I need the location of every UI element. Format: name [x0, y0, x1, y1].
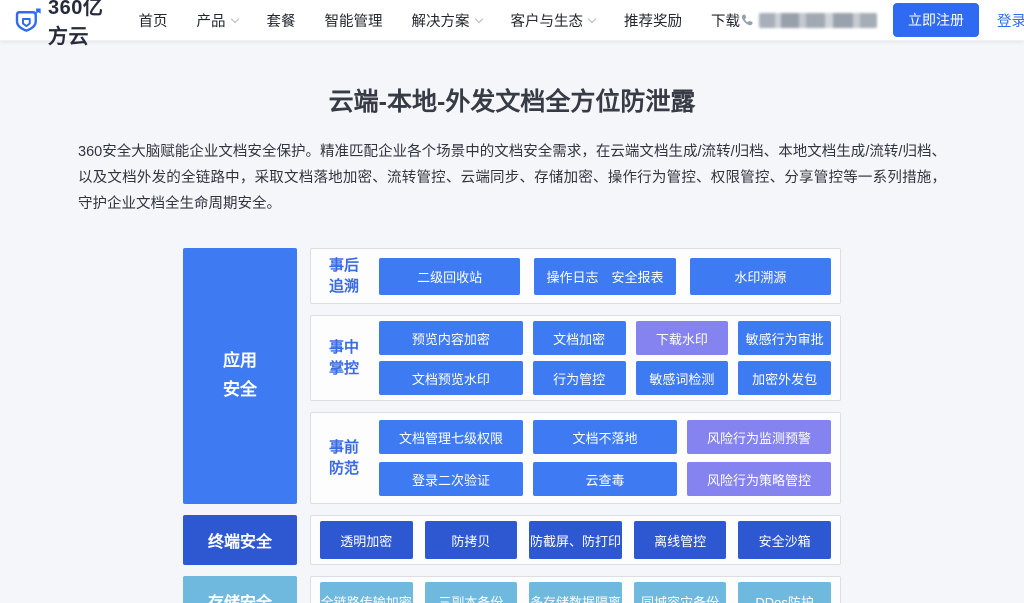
- nav-item-customers-ecosystem[interactable]: 客户与生态: [511, 10, 597, 31]
- feature-box: 文档预览水印: [379, 361, 523, 395]
- security-architecture-diagram: 应用 安全 事后 追溯 二级回收站 操作日志 安全报表 水印溯源 事中 掌控 预…: [183, 248, 841, 603]
- nav-item-home[interactable]: 首页: [138, 13, 168, 30]
- redacted-phone-number: [759, 12, 877, 28]
- feature-box: 文档管理七级权限: [379, 420, 523, 454]
- register-button[interactable]: 立即注册: [893, 3, 979, 37]
- feature-box: 多存储数据隔离: [529, 582, 622, 603]
- feature-box: 操作日志 安全报表: [534, 257, 676, 295]
- feature-box: 三副本备份: [424, 582, 518, 603]
- section-in-event-control: 事中 掌控 预览内容加密 文档加密 下载水印 敏感行为审批 文档预览水印 行为管…: [310, 315, 841, 401]
- feature-box: 防截屏、防打印: [529, 521, 622, 559]
- chevron-down-icon: [230, 14, 239, 23]
- contact-phone: [740, 12, 877, 28]
- feature-box: 下载水印: [635, 321, 729, 355]
- section-pre-event-prevention: 事前 防范 文档管理七级权限 文档不落地 风险行为监测预警 登录二次验证 云查毒…: [310, 412, 841, 504]
- section-storage-security: 全链路传输加密 三副本备份 多存储数据隔离 同城容灾备份 DDos防护: [310, 576, 841, 603]
- chevron-down-icon: [474, 14, 483, 23]
- login-link[interactable]: 登录: [997, 13, 1024, 30]
- section-label: 事后 追溯: [328, 257, 359, 295]
- category-application-security: 应用 安全: [183, 248, 297, 504]
- nav-item-plans[interactable]: 套餐: [266, 13, 296, 30]
- feature-box: 登录二次验证: [379, 462, 523, 496]
- feature-box: 文档加密: [532, 321, 626, 355]
- feature-box: 风险行为策略管控: [687, 462, 831, 496]
- category-storage-security: 存储安全: [183, 576, 297, 603]
- feature-box: 全链路传输加密: [320, 582, 413, 603]
- logo-text: 360亿方云: [48, 0, 104, 48]
- section-label: 事中 掌控: [328, 339, 359, 377]
- feature-box: 风险行为监测预警: [687, 420, 831, 454]
- page-description: 360安全大脑赋能企业文档安全保护。精准匹配企业各个场景中的文档安全需求，在云端…: [78, 144, 946, 212]
- logo[interactable]: 360亿方云: [14, 0, 105, 49]
- feature-box: 透明加密: [320, 521, 413, 559]
- feature-box: 文档不落地: [533, 420, 677, 454]
- main-nav: 首页 产品 套餐 智能管理 解决方案 客户与生态 推荐奖励 下载: [139, 10, 741, 31]
- feature-box: 预览内容加密: [379, 321, 523, 355]
- phone-icon: [740, 13, 754, 27]
- feature-box: 防拷贝: [424, 521, 518, 559]
- nav-item-products[interactable]: 产品: [197, 10, 239, 31]
- feature-box: 敏感词检测: [635, 361, 729, 395]
- feature-box: 云查毒: [533, 462, 677, 496]
- feature-box: 敏感行为审批: [738, 321, 832, 355]
- chevron-down-icon: [587, 14, 597, 23]
- nav-item-smart-management[interactable]: 智能管理: [324, 13, 383, 30]
- section-post-event-tracing: 事后 追溯 二级回收站 操作日志 安全报表 水印溯源: [310, 248, 841, 304]
- feature-box: 水印溯源: [689, 257, 831, 295]
- page-title: 云端-本地-外发文档全方位防泄露: [328, 88, 696, 116]
- feature-box: 加密外发包: [738, 361, 832, 395]
- header-right: 立即注册 登录: [740, 3, 1024, 37]
- feature-box: 同城容灾备份: [633, 582, 727, 603]
- section-label: 事前 防范: [328, 439, 359, 477]
- top-navbar: 360亿方云 首页 产品 套餐 智能管理 解决方案 客户与生态 推荐奖励 下载 …: [0, 0, 1024, 48]
- section-terminal-security: 透明加密 防拷贝 防截屏、防打印 离线管控 安全沙箱: [310, 515, 841, 565]
- nav-item-download[interactable]: 下载: [711, 13, 740, 30]
- feature-box: 行为管控: [532, 361, 626, 395]
- shield-logo-icon: [14, 7, 41, 34]
- feature-box: 安全沙箱: [738, 521, 831, 559]
- feature-box: 二级回收站: [379, 257, 521, 295]
- feature-box: 离线管控: [633, 521, 727, 559]
- nav-item-referral-rewards[interactable]: 推荐奖励: [624, 13, 682, 30]
- nav-item-solutions[interactable]: 解决方案: [412, 10, 483, 31]
- feature-box: DDos防护: [738, 582, 831, 603]
- category-terminal-security: 终端安全: [183, 515, 297, 565]
